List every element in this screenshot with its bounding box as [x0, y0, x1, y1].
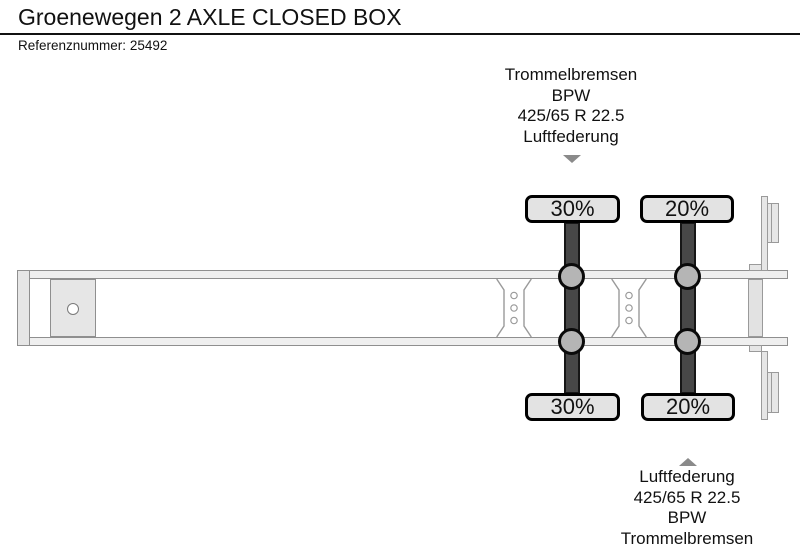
reference-value: 25492 [129, 38, 168, 53]
rear-top-buffer-line [771, 204, 772, 242]
axle2-top-load-label: 20% [640, 195, 734, 223]
front-end-plate [17, 270, 30, 346]
kingpin-circle [67, 303, 79, 315]
rear-top-buffer [767, 203, 779, 243]
chassis-top-rail [17, 270, 788, 279]
wheel-hub-axle1-top [558, 263, 585, 290]
chassis-bottom-rail [17, 337, 788, 346]
axle-1-shaft [564, 222, 580, 394]
rear-bottom-buffer-line [771, 373, 772, 412]
rear-spec-suspension: Luftfederung [639, 467, 735, 486]
rear-bolster [748, 279, 763, 337]
front-spec-brakes: Trommelbremsen [504, 65, 638, 84]
axle-2-shaft [680, 222, 696, 394]
front-spec-tyres: 425/65 R 22.5 [517, 106, 625, 125]
wheel-hub-axle2-bottom [674, 328, 701, 355]
title-divider [0, 33, 800, 35]
wheel-hub-axle1-bottom [558, 328, 585, 355]
cross-member-bracket-1 [496, 279, 532, 337]
page-title: Groenewegen 2 AXLE CLOSED BOX [18, 4, 402, 30]
rear-spec-brand: BPW [667, 508, 707, 527]
front-axle-spec-callout: Trommelbremsen BPW 425/65 R 22.5 Luftfed… [461, 65, 681, 147]
axle1-top-load-label: 30% [525, 195, 620, 223]
reference-label: Referenznummer: [18, 38, 127, 53]
front-spec-brand: BPW [551, 85, 591, 105]
front-spec-suspension: Luftfederung [523, 126, 619, 146]
reference-number: Referenznummer: 25492 [18, 38, 167, 54]
rear-axle-spec-callout: Luftfederung 425/65 R 22.5 BPW Trommelbr… [577, 467, 797, 549]
rear-bottom-bracket [749, 345, 762, 352]
arrow-down-icon [563, 155, 581, 163]
cross-member-bracket-2 [611, 279, 647, 337]
rear-spec-tyres: 425/65 R 22.5 [633, 487, 741, 507]
axle1-bottom-load-label: 30% [525, 393, 620, 421]
wheel-hub-axle2-top [674, 263, 701, 290]
arrow-up-icon [679, 458, 697, 466]
rear-bottom-buffer [767, 372, 779, 413]
axle2-bottom-load-label: 20% [641, 393, 735, 421]
kingpin-plate [50, 279, 96, 337]
rear-spec-brakes: Trommelbremsen [620, 528, 754, 548]
